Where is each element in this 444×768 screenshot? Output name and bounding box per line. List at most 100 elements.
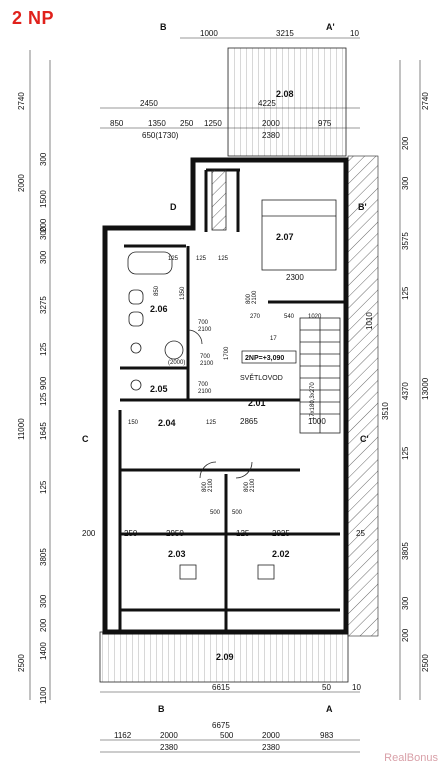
svg-text:125: 125	[196, 256, 207, 262]
svg-text:2380: 2380	[262, 131, 280, 140]
svg-text:3510: 3510	[381, 402, 390, 420]
watermark-logo: RealBonus	[384, 752, 438, 764]
svg-text:125: 125	[401, 286, 410, 300]
svg-text:300: 300	[401, 176, 410, 190]
svg-text:125: 125	[39, 480, 48, 494]
svg-text:125: 125	[401, 446, 410, 460]
svg-text:4370: 4370	[401, 382, 410, 400]
svg-text:200: 200	[401, 136, 410, 150]
svg-text:500: 500	[232, 510, 243, 516]
svg-text:2000: 2000	[160, 731, 178, 740]
svg-text:2000: 2000	[262, 731, 280, 740]
svg-text:850: 850	[110, 119, 124, 128]
svg-text:1400: 1400	[39, 642, 48, 660]
room-209: 2.09	[216, 652, 234, 662]
section-b-prime: B'	[358, 202, 367, 212]
door-labels: 700 2100 800 2100 700 2100 700 2100 800 …	[198, 290, 258, 492]
neighbour-wall	[347, 155, 379, 637]
section-d: D	[170, 202, 177, 212]
svg-text:2100: 2100	[200, 361, 214, 367]
svg-text:300: 300	[39, 250, 48, 264]
svg-text:4225: 4225	[258, 99, 276, 108]
svg-text:10: 10	[350, 29, 359, 38]
svg-text:2100: 2100	[250, 478, 256, 492]
svg-text:1000: 1000	[308, 417, 326, 426]
room-205: 2.05	[150, 384, 168, 394]
svg-text:1162: 1162	[114, 731, 132, 740]
level-label: 2NP=+3,090	[245, 355, 284, 362]
svg-text:250: 250	[124, 529, 138, 538]
dimension-lines	[29, 37, 421, 753]
floor-title: 2 NP	[12, 8, 55, 28]
svg-text:3215: 3215	[276, 29, 294, 38]
top-dims: 1000 3215 10 4225 2450 850 1350 250 1250…	[110, 29, 359, 140]
section-a-bottom: A	[326, 704, 333, 714]
room-labels: 2.08 2.07 2.06 2.05 2.01 2.04 2.03 2.02 …	[150, 89, 294, 662]
section-b-top: B	[160, 22, 167, 32]
svg-text:270: 270	[250, 314, 261, 320]
room-203: 2.03	[168, 549, 186, 559]
svg-text:300: 300	[39, 594, 48, 608]
svg-text:6615: 6615	[212, 683, 230, 692]
svg-text:2000: 2000	[262, 119, 280, 128]
svg-text:900: 900	[39, 376, 48, 390]
svg-text:1100: 1100	[39, 686, 48, 704]
room-206: 2.06	[150, 304, 168, 314]
svg-text:200: 200	[401, 628, 410, 642]
terrace-top	[227, 47, 347, 157]
svg-text:17: 17	[270, 336, 277, 342]
svg-text:2300: 2300	[286, 273, 304, 282]
svg-text:2740: 2740	[17, 92, 26, 110]
stair-label: 17x180,3x270	[310, 382, 316, 420]
level-tag-frame	[241, 350, 297, 364]
svg-text:125: 125	[39, 342, 48, 356]
svg-text:1500: 1500	[39, 190, 48, 208]
svg-text:2950: 2950	[166, 529, 184, 538]
svg-text:540: 540	[284, 314, 295, 320]
svg-text:2100: 2100	[252, 290, 258, 304]
right-dims: 2740 200 300 3575 125 4370 13000 3510 10…	[365, 92, 430, 672]
svg-text:2000: 2000	[17, 174, 26, 192]
svg-text:700: 700	[198, 320, 209, 326]
svg-text:2500: 2500	[17, 654, 26, 672]
svg-text:650(1730): 650(1730)	[142, 131, 179, 140]
bottom-dims: 6615 50 10 6675 1162 2000 500 2000 983 2…	[114, 683, 361, 752]
svg-text:700: 700	[198, 382, 209, 388]
svg-text:1000: 1000	[200, 29, 218, 38]
svg-text:300: 300	[401, 596, 410, 610]
svg-text:125: 125	[218, 256, 229, 262]
svg-text:1700: 1700	[224, 346, 230, 360]
room-208: 2.08	[276, 89, 294, 99]
svg-text:500: 500	[210, 510, 221, 516]
svg-text:2100: 2100	[208, 478, 214, 492]
svg-text:800: 800	[246, 293, 252, 304]
room-202: 2.02	[272, 549, 290, 559]
svg-text:125: 125	[39, 392, 48, 406]
svg-text:1350: 1350	[148, 119, 166, 128]
inner-walls	[118, 168, 346, 630]
svg-text:(2000): (2000)	[168, 360, 185, 366]
room-207: 2.07	[276, 232, 294, 242]
svg-text:250: 250	[180, 119, 194, 128]
svg-text:300: 300	[39, 152, 48, 166]
svg-text:975: 975	[318, 119, 332, 128]
svg-text:6675: 6675	[212, 721, 230, 730]
room-204: 2.04	[158, 418, 176, 428]
svg-text:2450: 2450	[140, 99, 158, 108]
svg-text:2100: 2100	[198, 327, 212, 333]
interior-dims: 125 125 2300 125 850 270 540 1020 150 12…	[82, 256, 365, 538]
door-swings	[187, 329, 253, 479]
svg-text:2380: 2380	[262, 743, 280, 752]
svg-text:2740: 2740	[421, 92, 430, 110]
svg-text:13000: 13000	[421, 377, 430, 400]
svg-text:3805: 3805	[39, 548, 48, 566]
svg-text:25: 25	[356, 529, 365, 538]
svg-text:800: 800	[202, 481, 208, 492]
left-dims: 2740 2000 300 1500 300 200 300 3275 125 …	[17, 92, 48, 704]
section-c: C	[82, 434, 89, 444]
svg-text:200: 200	[39, 618, 48, 632]
section-markers: B A' D B' C C' B A	[82, 22, 369, 714]
svg-text:300: 300	[39, 226, 48, 240]
svg-text:3805: 3805	[401, 542, 410, 560]
